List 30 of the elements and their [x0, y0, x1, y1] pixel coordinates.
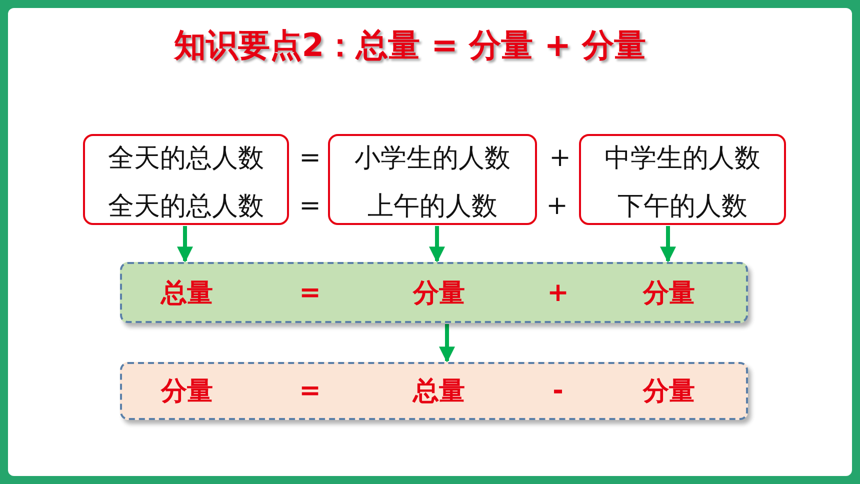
operator-sign: + — [549, 143, 571, 173]
arrow — [177, 226, 193, 263]
rounded-box — [579, 134, 786, 225]
operator-sign: + — [546, 191, 568, 221]
operator-sign: + — [547, 278, 569, 308]
formula-term: 分量 — [413, 277, 465, 310]
rounded-box — [328, 134, 537, 225]
formula-box — [120, 362, 748, 420]
operator-sign: = — [299, 376, 321, 406]
rounded-box — [83, 134, 289, 225]
formula-term: 总量 — [413, 376, 465, 408]
title: 知识要点2：总量 = 分量 + 分量 — [172, 25, 648, 66]
arrow — [439, 324, 455, 363]
operator-sign: = — [299, 191, 321, 221]
operator-sign: - — [552, 376, 564, 406]
arrow — [660, 226, 676, 263]
box-text: 上午的人数 — [368, 190, 498, 224]
formula-term: 分量 — [643, 376, 695, 408]
box-text: 中学生的人数 — [604, 142, 760, 176]
formula-box — [120, 262, 748, 323]
arrow — [429, 226, 445, 263]
formula-term: 分量 — [643, 277, 695, 310]
box-text: 小学生的人数 — [354, 142, 510, 176]
box-text: 全天的总人数 — [108, 190, 264, 224]
operator-sign: = — [299, 278, 321, 308]
box-text: 下午的人数 — [618, 190, 748, 224]
operator-sign: = — [299, 143, 321, 173]
formula-term: 总量 — [161, 277, 213, 310]
box-text: 全天的总人数 — [108, 142, 264, 176]
formula-term: 分量 — [161, 376, 213, 408]
